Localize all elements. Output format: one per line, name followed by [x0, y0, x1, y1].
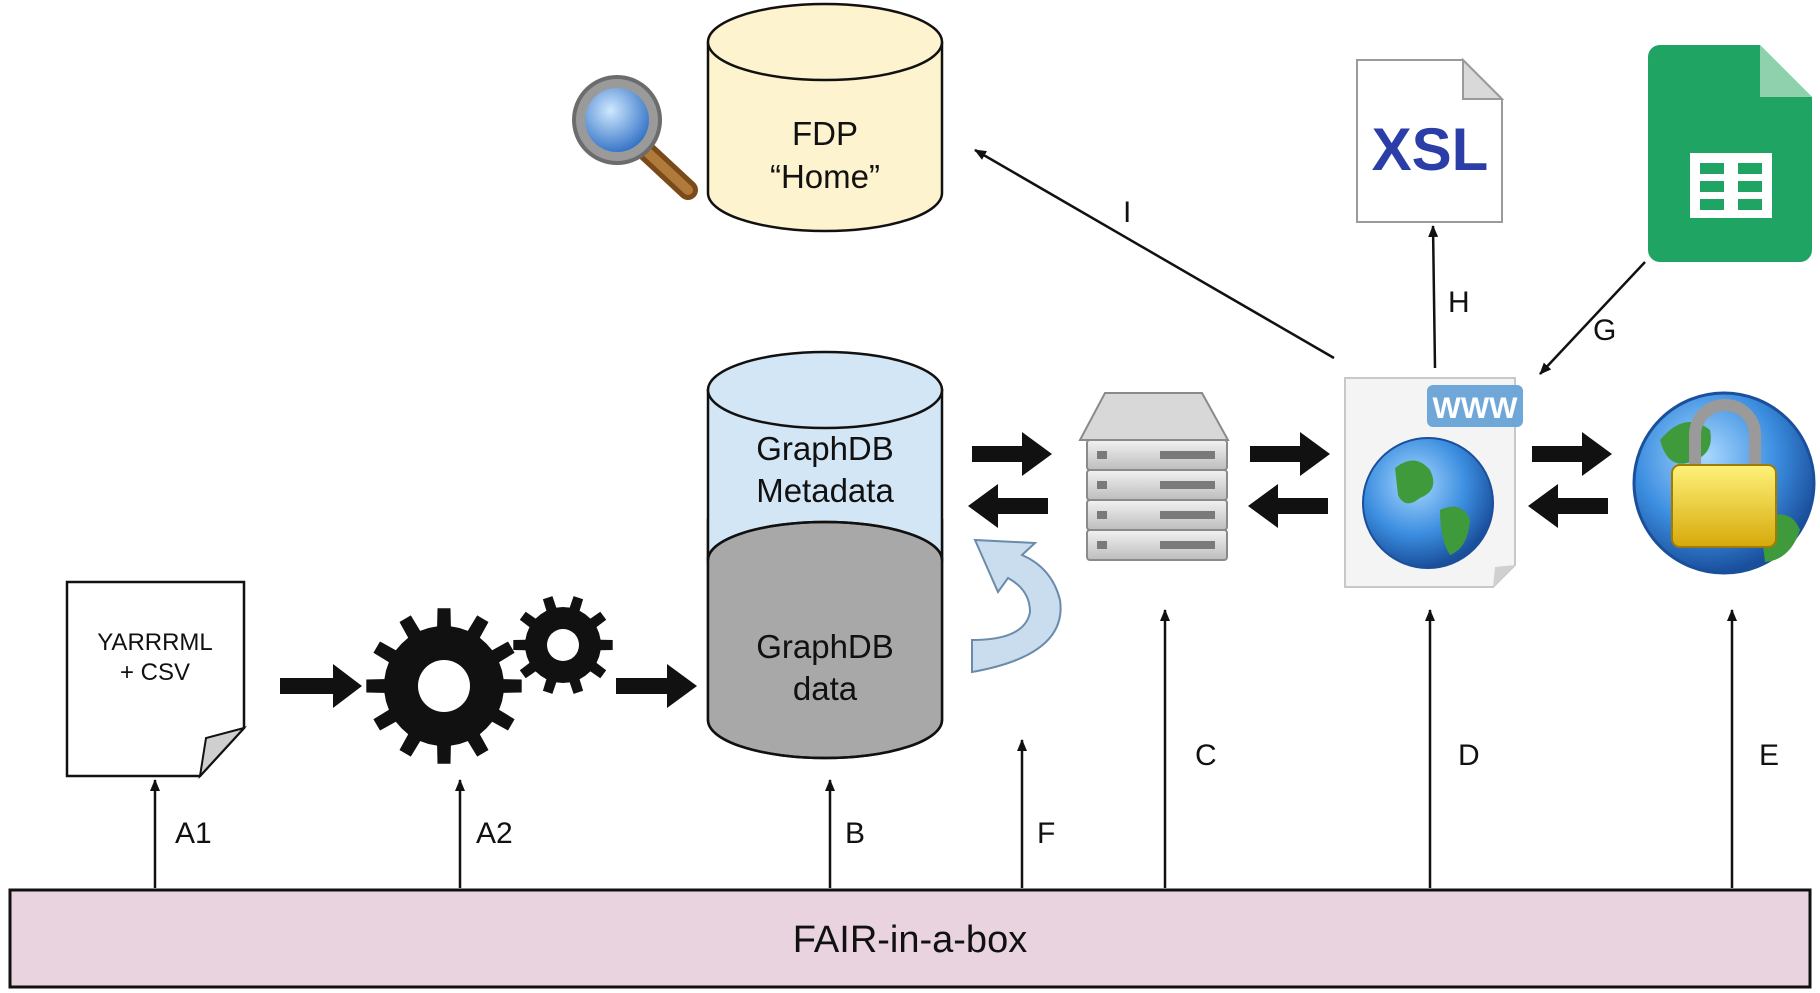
arrow-web-to-secure — [1532, 432, 1612, 476]
arrow-secure-to-web — [1528, 484, 1608, 528]
input-doc-line2: + CSV — [120, 659, 190, 686]
arrow-i — [974, 148, 1335, 360]
fair-in-a-box-label: FAIR-in-a-box — [793, 919, 1027, 961]
fdp-label-line1: FDP — [792, 115, 858, 152]
label-f: F — [1037, 817, 1055, 850]
input-doc-line1: YARRRML — [97, 629, 213, 656]
metadata-label-line2: Metadata — [756, 472, 894, 509]
arrow-graphdb-to-server — [972, 432, 1052, 476]
annotation-arrows — [150, 148, 1737, 888]
arrow-gears-to-graphdb — [616, 664, 697, 708]
small-gear-hole — [547, 629, 579, 661]
flow-arrows — [280, 432, 1612, 708]
label-d: D — [1458, 739, 1480, 772]
fdp-label-line2: “Home” — [770, 158, 880, 195]
arrow-web-to-server — [1248, 484, 1328, 528]
graphdb-database: GraphDB Metadata GraphDB data — [706, 350, 944, 760]
fair-in-a-box-bar: FAIR-in-a-box — [8, 888, 1812, 989]
data-label-line2: data — [793, 670, 858, 707]
xsl-file-icon: XSL — [1356, 57, 1505, 223]
fdp-home-database: FDP “Home” — [706, 2, 944, 233]
arrow-h — [1428, 225, 1439, 369]
label-e: E — [1759, 739, 1779, 772]
metadata-label-line1: GraphDB — [756, 430, 894, 467]
arrow-g — [1539, 261, 1646, 375]
label-b: B — [845, 817, 865, 850]
annotation-labels: A1 A2 B F C D E G H I — [175, 196, 1779, 850]
label-a1: A1 — [175, 817, 212, 850]
refresh-arrow-icon — [971, 538, 1062, 674]
data-label-line1: GraphDB — [756, 628, 894, 665]
google-sheets-icon — [1648, 45, 1812, 262]
www-badge-text: WWW — [1433, 392, 1519, 425]
secure-globe-icon — [1632, 391, 1816, 575]
label-h: H — [1448, 286, 1470, 319]
gears-icon — [366, 596, 613, 764]
large-gear-hole — [418, 660, 470, 712]
arrow-server-to-web — [1250, 432, 1330, 476]
arrow-server-to-graphdb — [968, 484, 1048, 528]
label-c: C — [1195, 739, 1217, 772]
web-page-icon: WWW — [1344, 377, 1523, 588]
label-i: I — [1123, 196, 1131, 229]
input-document: YARRRML + CSV — [65, 580, 248, 780]
server-icon — [1078, 392, 1230, 561]
magnifier-icon — [572, 75, 698, 200]
label-a2: A2 — [476, 817, 513, 850]
arrow-input-to-gears — [280, 664, 362, 708]
xsl-icon-text: XSL — [1372, 116, 1489, 183]
label-g: G — [1593, 314, 1616, 347]
